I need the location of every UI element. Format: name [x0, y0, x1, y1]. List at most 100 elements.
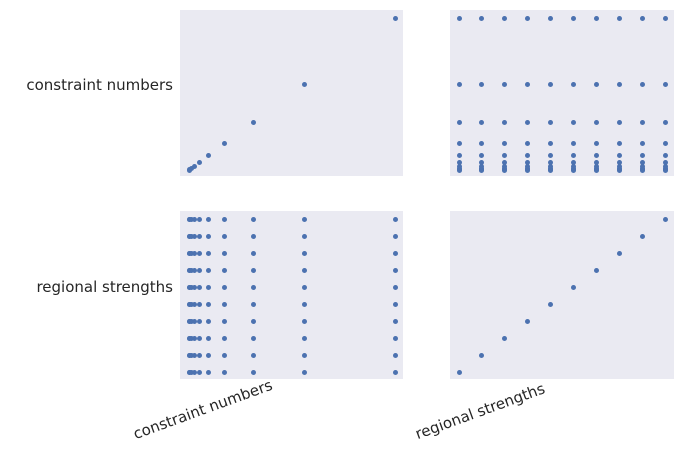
scatter-point: [189, 216, 195, 222]
scatter-point: [206, 250, 212, 256]
scatter-point: [189, 250, 195, 256]
scatter-point: [392, 352, 398, 358]
scatter-point: [502, 15, 508, 21]
row-label-regional-strengths: regional strengths: [36, 278, 173, 296]
scatter-point: [662, 120, 668, 126]
scatter-point: [189, 301, 195, 307]
scatter-point: [222, 352, 228, 358]
scatter-point: [392, 216, 398, 222]
scatter-point: [639, 82, 645, 88]
scatter-point: [196, 335, 202, 341]
col-label-regional-strengths: regional strengths: [412, 379, 548, 443]
scatter-point: [191, 163, 197, 169]
scatter-point: [250, 233, 256, 239]
scatter-point: [456, 82, 462, 88]
scatter-point: [191, 233, 197, 239]
scatter-point: [206, 352, 212, 358]
scatter-point: [196, 301, 202, 307]
scatter-point: [456, 369, 462, 375]
scatter-point: [593, 120, 599, 126]
scatter-point: [662, 159, 668, 165]
scatter-point: [502, 120, 508, 126]
scatter-point: [456, 163, 462, 169]
scatter-point: [548, 141, 554, 147]
scatter-point: [616, 250, 622, 256]
scatter-point: [392, 15, 398, 21]
panel-cn-vs-rs: [450, 10, 674, 176]
scatter-point: [191, 301, 197, 307]
scatter-point: [392, 369, 398, 375]
scatter-point: [222, 141, 228, 147]
scatter-point: [206, 301, 212, 307]
scatter-point: [616, 15, 622, 21]
scatter-point: [392, 284, 398, 290]
scatter-point: [301, 301, 307, 307]
scatter-point: [250, 318, 256, 324]
scatter-point: [206, 153, 212, 159]
scatter-point: [189, 352, 195, 358]
scatter-point: [196, 233, 202, 239]
scatter-point: [191, 335, 197, 341]
panel-cn-vs-cn: [180, 10, 403, 176]
scatter-point: [206, 284, 212, 290]
scatter-point: [662, 163, 668, 169]
scatter-point: [250, 216, 256, 222]
scatter-point: [456, 141, 462, 147]
scatter-point: [639, 163, 645, 169]
scatter-point: [593, 267, 599, 273]
scatter-point: [479, 159, 485, 165]
scatter-point: [191, 369, 197, 375]
scatter-point: [479, 163, 485, 169]
scatter-point: [570, 159, 576, 165]
scatter-point: [502, 335, 508, 341]
scatter-point: [616, 141, 622, 147]
scatter-point: [301, 233, 307, 239]
scatter-point: [662, 15, 668, 21]
scatter-point: [392, 267, 398, 273]
scatter-point: [222, 284, 228, 290]
scatter-point: [250, 284, 256, 290]
scatter-point: [639, 120, 645, 126]
scatter-point: [502, 159, 508, 165]
scatter-point: [502, 82, 508, 88]
scatter-point: [525, 120, 531, 126]
scatter-point: [206, 233, 212, 239]
scatter-point: [593, 163, 599, 169]
scatter-point: [502, 141, 508, 147]
scatter-point: [548, 153, 554, 159]
scatter-point: [639, 141, 645, 147]
scatter-point: [250, 301, 256, 307]
scatter-point: [206, 318, 212, 324]
col-label-constraint-numbers: constraint numbers: [130, 375, 275, 443]
scatter-point: [639, 159, 645, 165]
scatter-point: [570, 163, 576, 169]
scatter-point: [570, 120, 576, 126]
scatter-point: [570, 153, 576, 159]
scatter-point: [525, 141, 531, 147]
scatter-point: [593, 141, 599, 147]
scatter-point: [196, 250, 202, 256]
scatter-point: [191, 352, 197, 358]
scatter-point: [479, 153, 485, 159]
scatter-point: [593, 159, 599, 165]
scatter-point: [250, 369, 256, 375]
scatter-point: [456, 15, 462, 21]
scatter-point: [639, 153, 645, 159]
scatter-point: [392, 318, 398, 324]
scatter-point: [250, 267, 256, 273]
scatter-point: [191, 318, 197, 324]
scatter-point: [662, 141, 668, 147]
scatter-point: [222, 318, 228, 324]
scatter-point: [570, 15, 576, 21]
scatter-point: [525, 318, 531, 324]
scatter-point: [196, 284, 202, 290]
scatter-point: [222, 301, 228, 307]
scatter-point: [206, 267, 212, 273]
scatter-point: [456, 159, 462, 165]
scatter-point: [189, 318, 195, 324]
scatter-point: [196, 369, 202, 375]
scatter-point: [548, 163, 554, 169]
scatter-point: [548, 301, 554, 307]
scatter-point: [196, 318, 202, 324]
scatter-point: [206, 335, 212, 341]
